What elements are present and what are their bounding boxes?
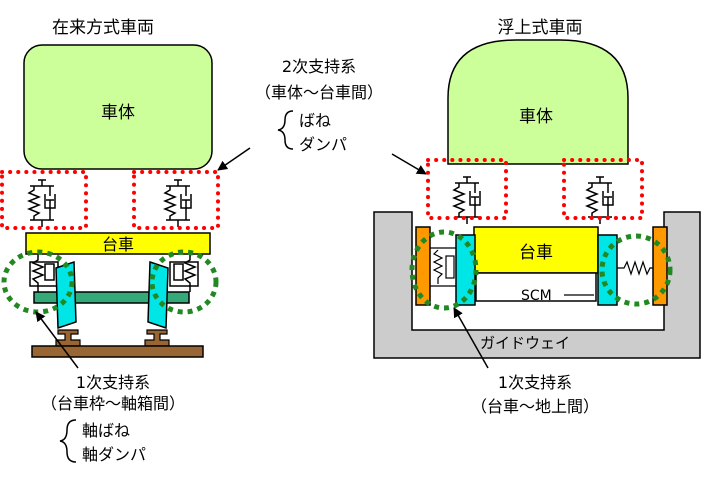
secondary-arrow-left — [217, 147, 251, 171]
right-bogie — [473, 226, 599, 274]
right-primary-spring-damper — [430, 247, 456, 287]
left-secondary-outline-2 — [132, 170, 220, 230]
right-ground-coil-2 — [652, 226, 668, 306]
right-bogie-label: 台車 — [519, 243, 553, 263]
right-secondary-outline-1 — [426, 158, 508, 220]
left-primary-outline-2 — [149, 249, 219, 315]
right-primary-outline-1 — [409, 229, 479, 311]
right-secondary-spring-damper-1 — [453, 176, 481, 225]
scm-label: SCM — [521, 288, 552, 304]
right-title: 浮上式車両 — [498, 18, 583, 38]
secondary-item2: ダンパ — [299, 135, 347, 154]
right-primary-arrow — [453, 307, 489, 369]
left-primary-item2: 軸ダンパ — [82, 445, 146, 464]
left-primary-title: 1次支持系 — [76, 373, 150, 392]
left-title: 在来方式車両 — [52, 18, 154, 38]
left-primary-sub: （台車枠～軸箱間） — [41, 394, 185, 413]
right-car-body — [447, 39, 629, 165]
left-track-base — [31, 345, 204, 358]
guideway-label: ガイドウェイ — [480, 334, 570, 352]
left-car-body-label: 車体 — [101, 103, 135, 123]
right-ground-coil-1 — [415, 226, 431, 306]
right-primary-outline-2 — [599, 233, 673, 307]
left-bogie-label: 台車 — [102, 235, 134, 254]
secondary-item1: ばね — [299, 111, 331, 130]
left-secondary-outline-1 — [0, 170, 88, 230]
secondary-title: 2次支持系 — [282, 57, 356, 76]
right-primary-sub: （台車～地上間） — [471, 397, 599, 416]
right-scm-2 — [597, 234, 618, 306]
secondary-brace — [277, 110, 294, 150]
left-axle — [33, 291, 190, 304]
secondary-arrow-right — [391, 153, 427, 175]
left-car-body — [23, 44, 213, 170]
right-car-body-label: 車体 — [519, 107, 553, 127]
left-secondary-spring-damper-2 — [164, 179, 192, 228]
left-primary-spring-2 — [169, 254, 199, 292]
left-primary-brace — [59, 419, 77, 463]
secondary-sub: （車体～台車間） — [255, 83, 383, 102]
right-lateral-spring — [617, 260, 653, 276]
right-secondary-outline-2 — [562, 158, 644, 220]
right-bogie-frame — [475, 272, 597, 302]
left-primary-arrow — [35, 311, 79, 369]
right-primary-title: 1次支持系 — [498, 373, 572, 392]
left-primary-item1: 軸ばね — [82, 421, 130, 440]
left-secondary-spring-damper-1 — [28, 179, 56, 228]
left-rail-2 — [144, 329, 170, 347]
left-bogie — [25, 232, 211, 255]
left-primary-spring-1 — [29, 254, 59, 292]
